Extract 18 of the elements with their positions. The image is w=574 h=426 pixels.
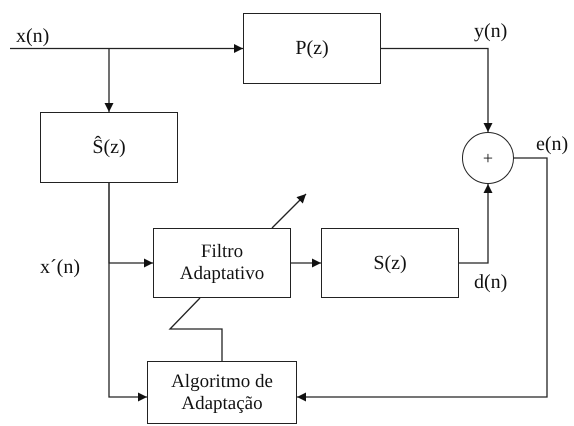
signal-label: e(n)	[536, 134, 568, 154]
signal-label: x´(n)	[40, 257, 80, 277]
arrow	[297, 157, 548, 402]
process-box: P(z)	[243, 13, 381, 84]
signal-label: x(n)	[16, 26, 50, 46]
signal-label: d(n)	[474, 272, 508, 292]
signal-label: y(n)	[474, 21, 508, 41]
process-box: S(z)	[321, 228, 459, 298]
arrow	[291, 258, 321, 268]
process-box: Filtro Adaptativo	[153, 228, 291, 298]
summing-junction: +	[462, 132, 514, 184]
process-box: Algoritmo de Adaptação	[147, 361, 297, 424]
arrow	[459, 184, 492, 264]
arrow	[381, 48, 492, 132]
arrow	[10, 44, 243, 53]
arrow	[108, 183, 147, 402]
arrow	[104, 48, 114, 112]
process-box: Ŝ(z)	[40, 112, 178, 183]
